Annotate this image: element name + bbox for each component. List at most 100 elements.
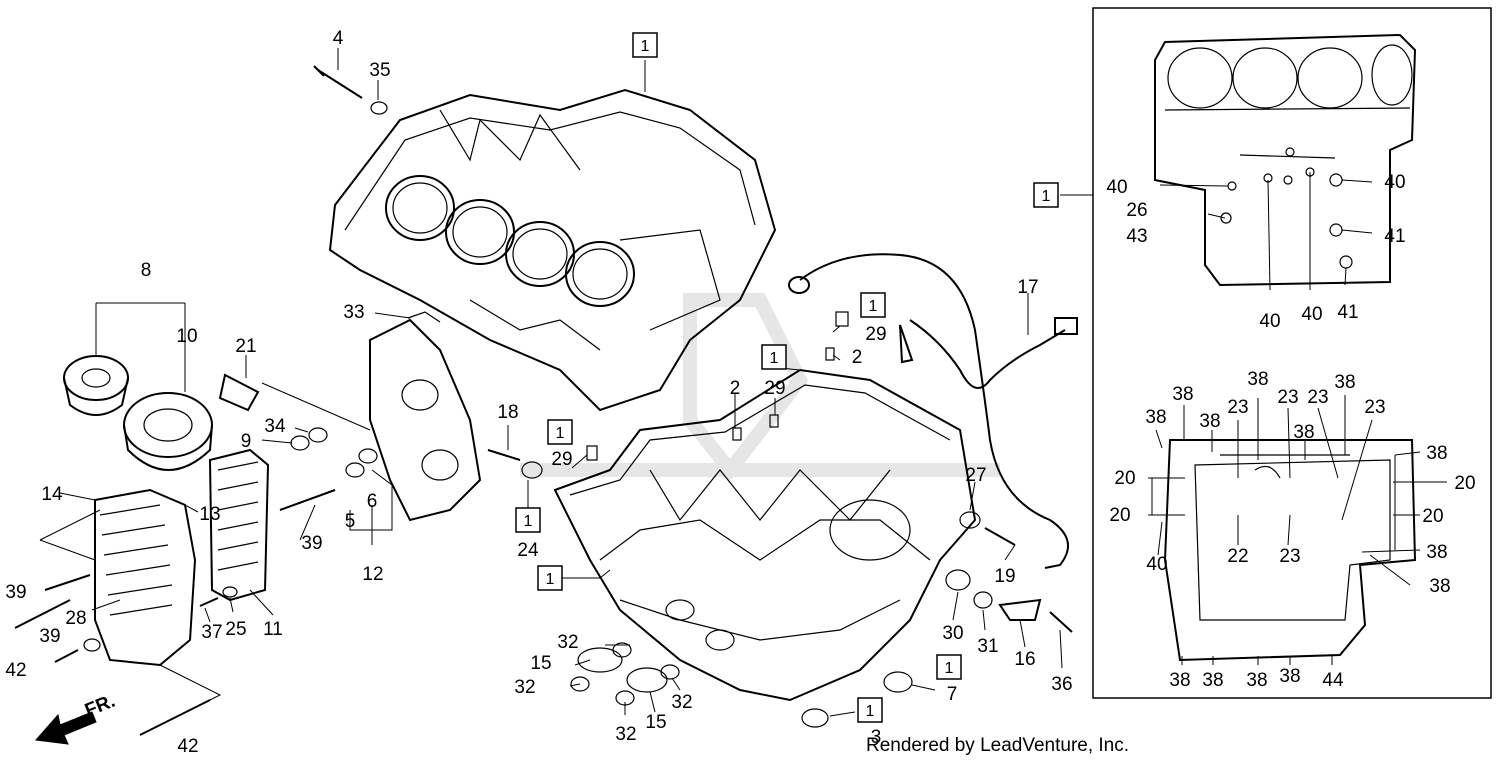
part-label: 3 (871, 727, 882, 748)
part-label: 16 (1014, 649, 1035, 670)
part-label: 31 (977, 636, 998, 657)
inset-gasket-upper (1154, 33, 1417, 287)
part-label: 28 (65, 608, 86, 629)
part-label: 38 (1246, 670, 1267, 691)
ref-box-label: 1 (869, 298, 878, 315)
part-label: 43 (1126, 226, 1147, 247)
part-label: 29 (764, 378, 785, 399)
part-label: 40 (1106, 177, 1127, 198)
part-label: 38 (1426, 443, 1447, 464)
part-label: 12 (362, 564, 383, 585)
part-label: 15 (645, 712, 666, 733)
part-label: 38 (1145, 407, 1166, 428)
part-label: 23 (1279, 546, 1300, 567)
part-label: 38 (1247, 369, 1268, 390)
reference-boxes: 1 1 1 1 1 1 1 1 1 (515, 32, 1059, 723)
part-label: 22 (1227, 546, 1248, 567)
part-label: 25 (225, 619, 246, 640)
part-label: 26 (1126, 200, 1147, 221)
part-label: 23 (1364, 397, 1385, 418)
ref-box-label: 1 (524, 513, 533, 530)
part-label: 11 (263, 619, 283, 640)
leader-lines (39, 48, 1447, 736)
part-label: 6 (367, 491, 378, 512)
ref-box-label: 1 (866, 703, 875, 720)
part-label: 36 (1051, 674, 1072, 695)
part-label: 32 (671, 692, 692, 713)
oil-cooler-cover (94, 448, 270, 667)
part-label: 41 (1384, 226, 1405, 247)
part-label: 39 (301, 533, 322, 554)
wire-harness (788, 253, 1078, 569)
part-label: 18 (497, 402, 518, 423)
part-label: 42 (5, 660, 26, 681)
ref-box-label: 1 (770, 350, 779, 367)
part-label: 8 (141, 260, 152, 281)
oil-pump-cover (369, 311, 482, 522)
part-label: 15 (530, 653, 551, 674)
part-label: 7 (947, 684, 958, 705)
part-label: 14 (41, 484, 63, 505)
part-label: 2 (730, 378, 741, 399)
part-label: 35 (369, 60, 390, 81)
part-label: 24 (517, 540, 539, 561)
part-label: 38 (1293, 422, 1314, 443)
part-label: 38 (1202, 670, 1223, 691)
watermark-logo (520, 293, 1000, 482)
part-label: 32 (615, 724, 636, 745)
part-label: 19 (994, 566, 1015, 587)
front-direction-arrow: FR. (35, 691, 118, 745)
part-label: 38 (1279, 666, 1300, 687)
part-label: 32 (557, 632, 578, 653)
ref-box-label: 1 (945, 660, 954, 677)
part-label: 42 (177, 736, 198, 757)
part-label: 29 (551, 449, 572, 470)
part-label: 4 (333, 28, 344, 49)
inset-frame (1092, 7, 1492, 699)
ref-box-label: 1 (546, 571, 555, 588)
part-label: 29 (865, 324, 886, 345)
ref-box-label: 1 (641, 38, 650, 55)
part-label: 33 (343, 302, 364, 323)
part-label: 20 (1109, 505, 1130, 526)
ref-box-label: 1 (556, 425, 565, 442)
part-label: 9 (241, 431, 252, 452)
part-label: 20 (1454, 473, 1475, 494)
part-label: 38 (1429, 576, 1450, 597)
part-label: 5 (345, 511, 356, 532)
upper-crankcase (328, 88, 777, 412)
part-label: 40 (1146, 554, 1167, 575)
part-label: 37 (201, 622, 222, 643)
ref-box-label: 1 (1042, 188, 1051, 205)
part-label: 38 (1426, 542, 1447, 563)
part-label: 39 (39, 626, 60, 647)
part-label: 23 (1277, 387, 1298, 408)
oil-filter-parts (63, 302, 213, 471)
inset-gasket-lower (1163, 439, 1417, 662)
part-label: 40 (1384, 172, 1405, 193)
part-label: 23 (1307, 387, 1328, 408)
part-label: 30 (942, 623, 963, 644)
part-label: 39 (5, 582, 26, 603)
part-label: 20 (1422, 506, 1443, 527)
part-label: 2 (852, 347, 863, 368)
part-label: 23 (1227, 397, 1248, 418)
fasteners (14, 65, 1073, 736)
part-label: 40 (1259, 311, 1280, 332)
part-label: 44 (1322, 670, 1344, 691)
front-direction-label: FR. (82, 691, 118, 722)
part-label: 38 (1172, 384, 1193, 405)
render-credit: Rendered by LeadVenture, Inc. (866, 735, 1130, 756)
part-label: 32 (514, 677, 535, 698)
part-label: 41 (1337, 302, 1358, 323)
part-label: 27 (965, 465, 986, 486)
part-label: 38 (1334, 372, 1355, 393)
part-label: 20 (1114, 468, 1135, 489)
part-label: 21 (235, 336, 256, 357)
part-label: 40 (1301, 304, 1322, 325)
part-label: 38 (1169, 670, 1190, 691)
part-label: 13 (199, 504, 220, 525)
part-label: 34 (264, 416, 286, 437)
lower-crankcase (553, 368, 977, 702)
